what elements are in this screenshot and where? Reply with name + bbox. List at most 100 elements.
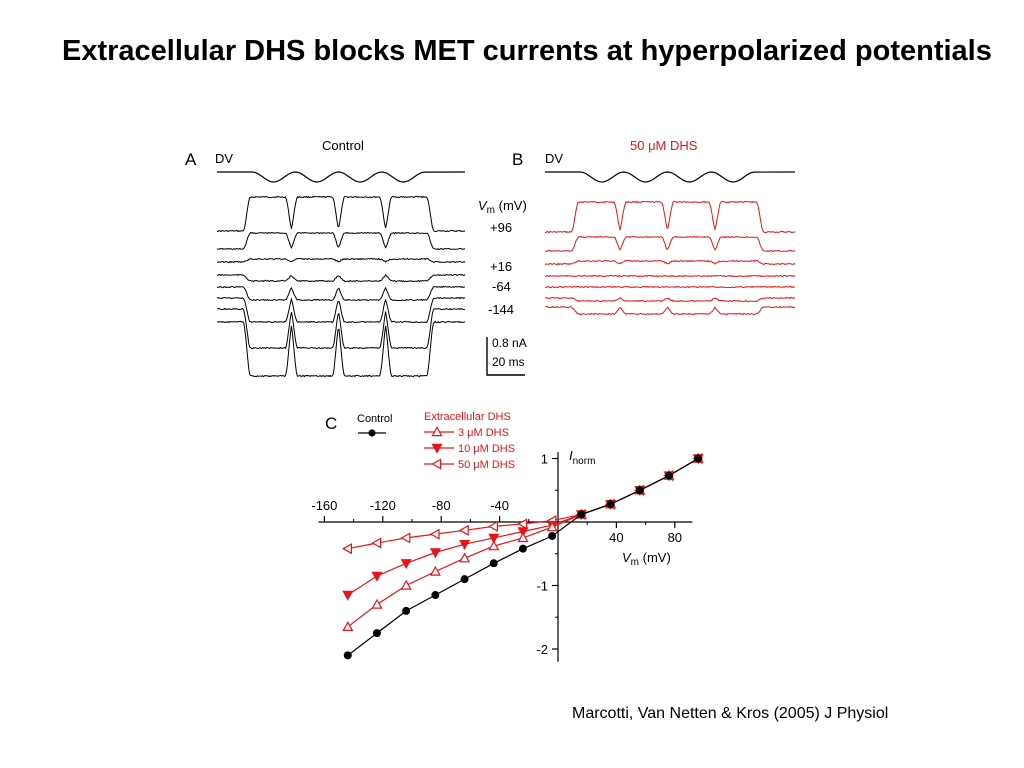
scale-bar-time: 20 ms [492,355,525,369]
iv-x-tick-label: 40 [609,530,623,545]
scale-bar-current: 0.8 nA [492,336,527,350]
panel-b-stimulus-trace [545,171,796,183]
panel-b-current-trace [544,305,796,316]
vm-header-unit: (mV) [495,198,527,213]
panel-a-current-trace [216,285,466,302]
legend-group-label: Extracellular DHS [424,411,511,423]
legend-3-label: 3 μM DHS [458,427,509,439]
iv-data-point [400,532,411,544]
iv-y-tick-label: -2 [536,642,548,657]
iv-data-point [459,539,471,550]
vm-label-neg64: -64 [492,279,511,294]
scale-bar [486,337,525,376]
iv-data-point [518,544,527,553]
vm-header-main: V [478,198,488,213]
panel-a-current-traces [216,195,466,378]
iv-data-point [342,590,354,601]
iv-data-point [488,533,500,544]
iv-series-2 [342,454,704,601]
iv-x-tick-label: -160 [311,498,337,513]
iv-y-axis-label: Inorm [569,448,595,467]
panel-a-stimulus-trace [217,171,466,183]
panel-a-stimulus-path [217,171,466,183]
iv-data-point [371,598,383,609]
panel-b-current-trace [545,200,796,234]
panel-a-current-trace [216,231,466,251]
iv-data-point [606,500,615,509]
panel-b-current-trace [544,296,796,303]
panel-a-current-trace [216,307,466,350]
iv-y-label-sub: norm [573,456,596,467]
iv-y-tick-label: -1 [536,579,548,594]
iv-data-point [577,510,586,519]
iv-data-point [371,571,383,582]
iv-series-1 [342,452,704,632]
iv-data-point [459,552,471,563]
iv-x-tick-label: -80 [432,498,451,513]
iv-data-point [546,521,558,532]
panel-b-current-trace [544,259,796,266]
iv-data-point [694,454,703,463]
iv-data-point [429,548,441,559]
legend-marker [431,443,443,454]
panel-a-current-trace [216,257,466,264]
iv-series [342,452,704,660]
legend-control-marker [358,429,386,437]
vm-header: Vm (mV) [478,198,527,216]
iv-data-point [402,606,411,615]
iv-x-axis-label: Vm (mV) [622,550,671,568]
iv-data-point [371,537,382,549]
legend-dhs-markers [424,426,454,470]
iv-data-point [458,524,469,536]
iv-x-label-main: V [622,550,632,565]
vm-label-96: +96 [490,220,512,235]
panel-a-current-trace [216,320,466,378]
iv-x-label-sub: m [631,557,639,568]
panel-b-letter: B [512,150,523,169]
iv-x-tick-label: -40 [490,498,509,513]
legend-10-label: 10 μM DHS [458,443,515,455]
slide-title: Extracellular DHS blocks MET currents at… [62,35,992,67]
panel-a-stim-label: DV [215,151,233,166]
iv-data-point [460,575,469,584]
iv-data-point [548,531,557,540]
legend-50-label: 50 μM DHS [458,459,515,471]
iv-data-point [429,565,441,576]
vm-label-16: +16 [490,259,512,274]
iv-data-point [489,559,498,568]
iv-y-label-main: I [569,448,573,463]
panel-b-current-trace [544,274,796,278]
panel-b-stimulus-path [545,171,796,183]
iv-series-line [347,457,699,628]
iv-data-point [431,591,440,600]
panel-a-current-trace [216,273,466,283]
iv-series-0 [343,454,703,660]
iv-data-point [400,579,412,590]
iv-data-point [635,486,644,495]
iv-x-label-unit: (mV) [639,550,671,565]
iv-data-point [664,471,673,480]
panel-b-current-trace [544,285,796,289]
panel-b-stim-label: DV [545,151,563,166]
vm-header-sub: m [487,205,495,216]
iv-data-point [342,543,352,555]
iv-x-tick-label: -120 [370,498,396,513]
panel-b-current-traces [544,200,796,316]
iv-data-point [429,528,440,540]
legend-marker [431,458,442,470]
iv-data-point [517,527,529,538]
panel-c-letter: C [325,414,337,433]
iv-data-point [517,532,529,543]
panel-b-current-trace [544,235,796,253]
iv-data-point [488,540,500,551]
iv-x-tick-label: 80 [668,530,682,545]
iv-data-point [342,621,354,632]
legend-control-label: Control [357,413,392,425]
iv-data-point [517,518,528,530]
panel-a-current-trace [216,296,466,324]
iv-data-point [488,520,498,532]
iv-data-point [400,559,412,570]
citation: Marcotti, Van Netten & Kros (2005) J Phy… [572,705,889,722]
panel-a-current-trace [217,195,466,233]
